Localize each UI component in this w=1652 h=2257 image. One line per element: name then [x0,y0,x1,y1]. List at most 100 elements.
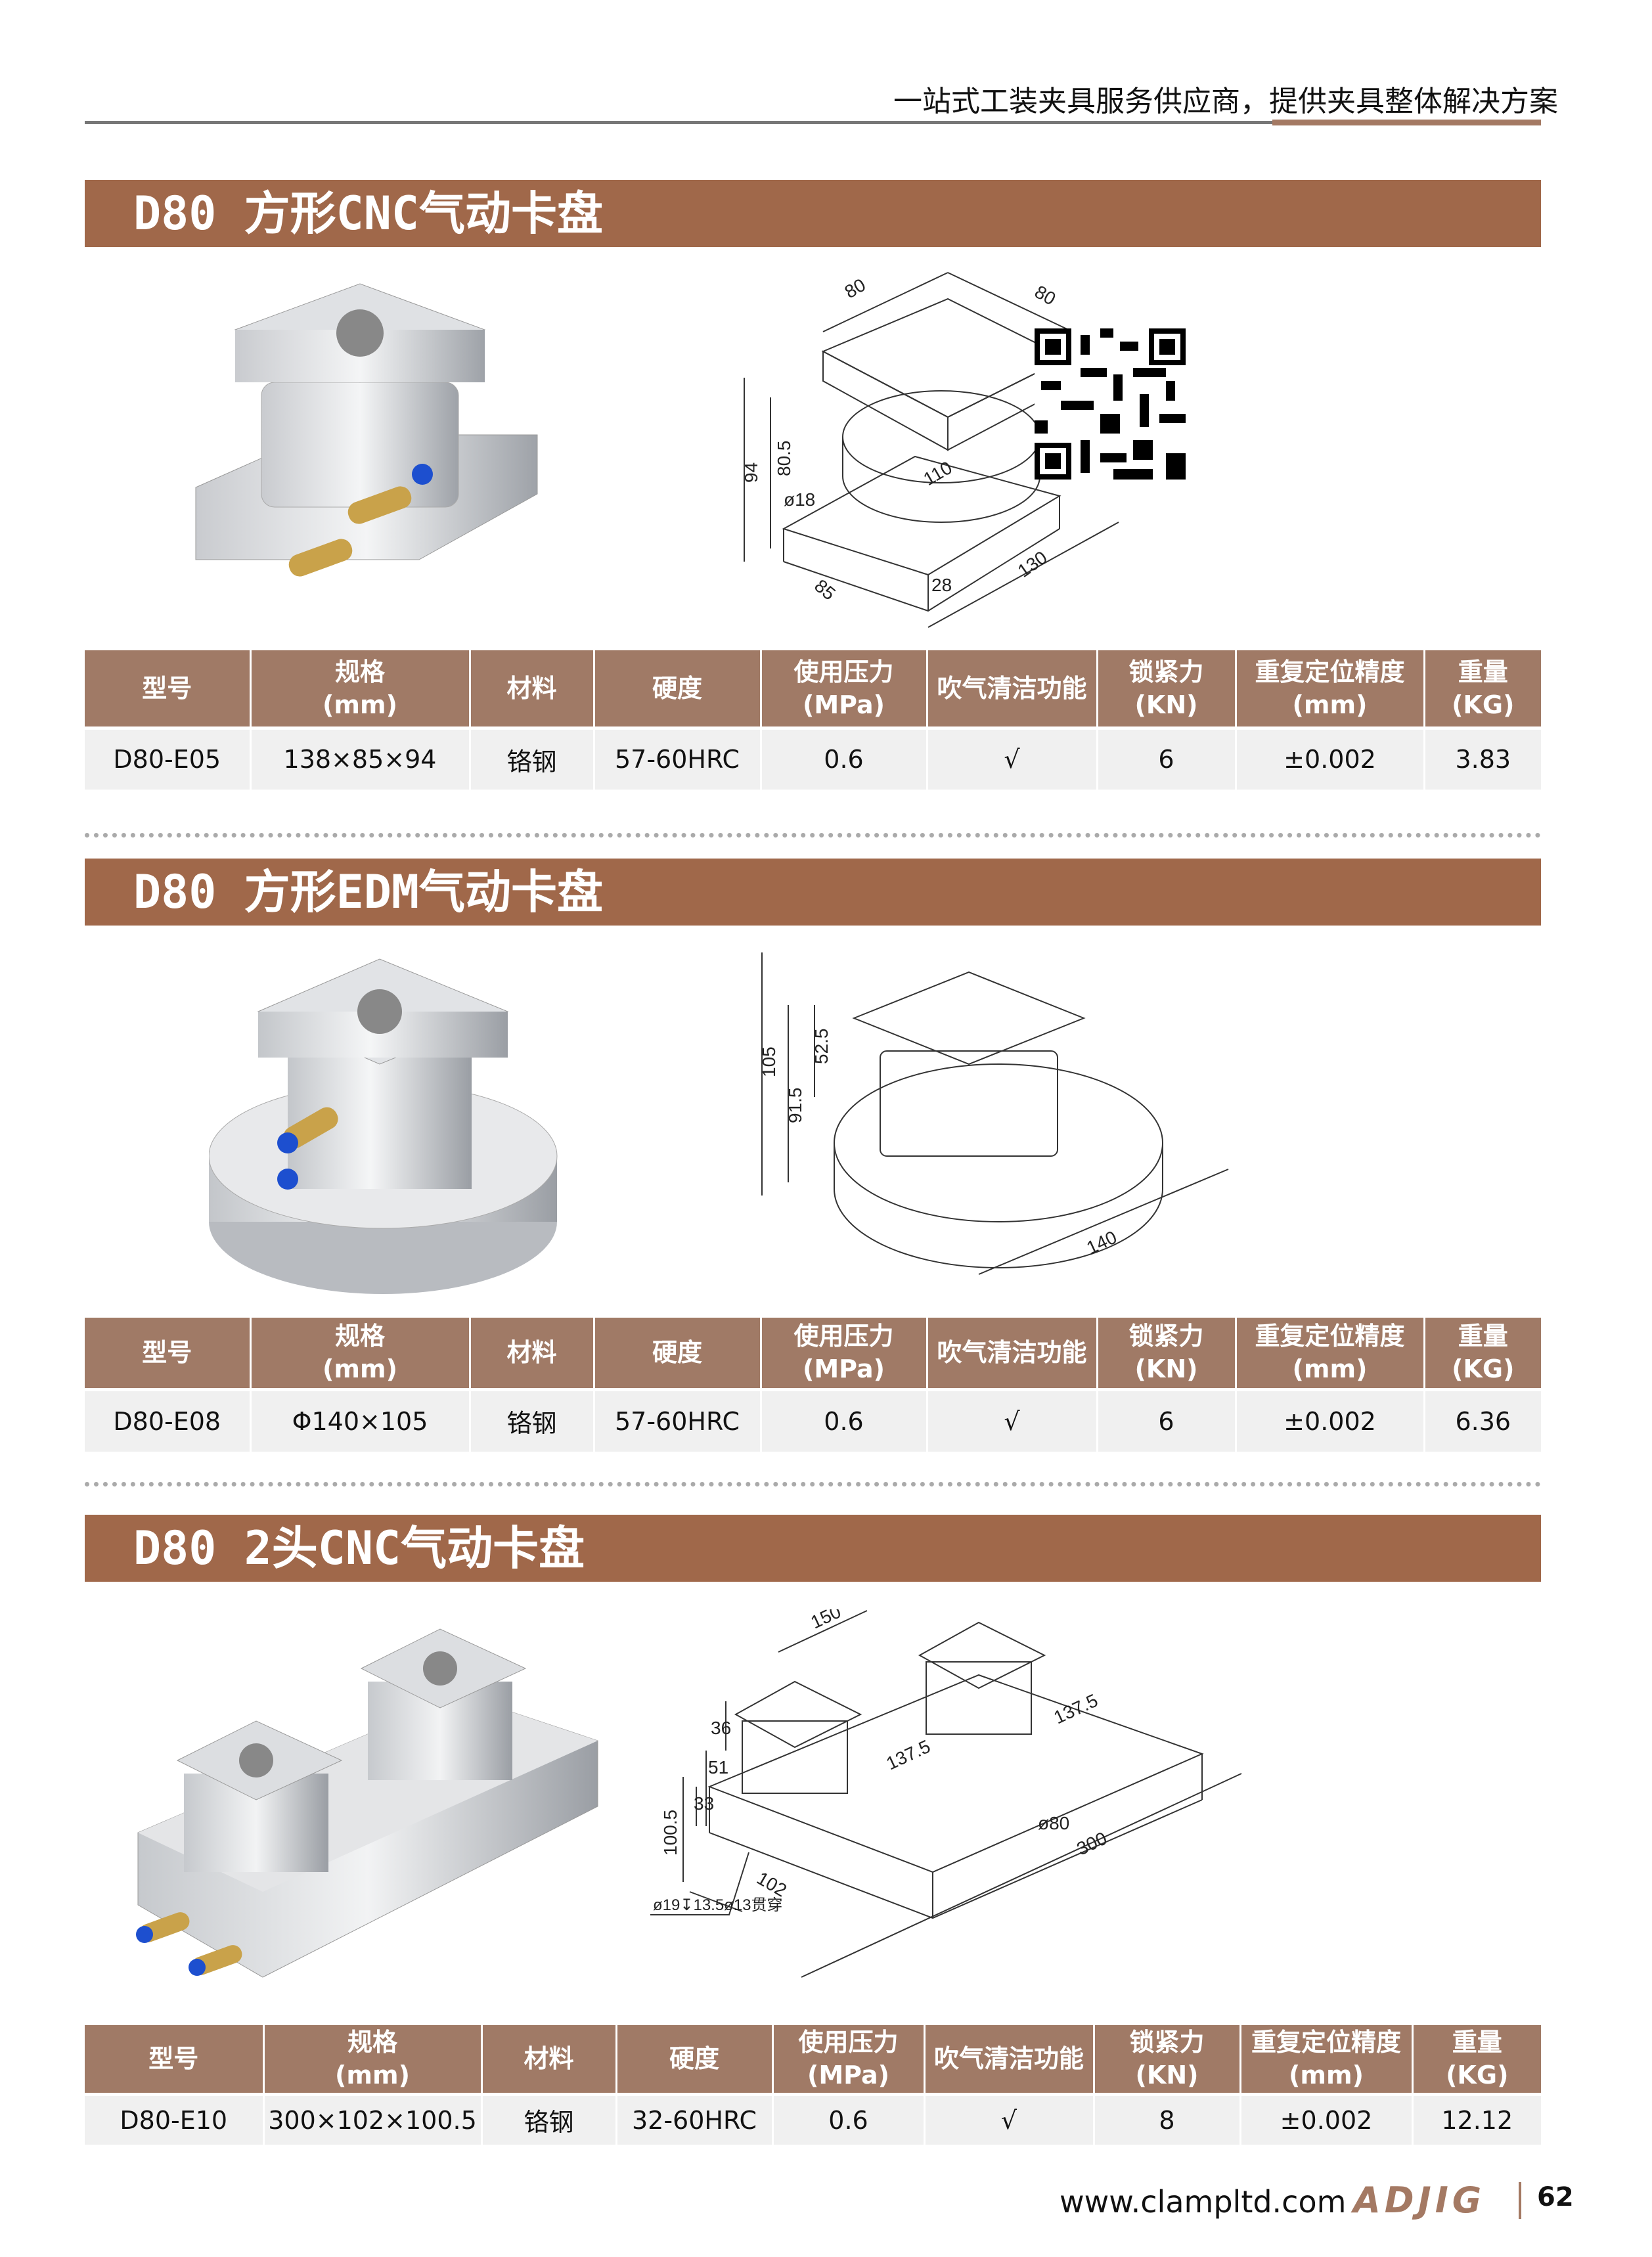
table-cell: ±0.002 [1236,726,1425,790]
column-header: 型号 [85,2025,265,2094]
column-header: 重量(KG) [1424,1318,1541,1389]
table-header-row: 型号 规格 (mm) 材料 硬度 使用压力 (MPa) 吹气清洁功能 锁紧力(KN)… [85,650,1541,728]
dim-label: 137.5 [883,1736,933,1774]
dim-label: ø18 [784,489,815,510]
table-cell: ±0.002 [1240,2092,1414,2145]
column-header: 使用压力(MPa) [772,2025,926,2094]
section-title-cnc-square: D80 方形CNC气动卡盘 [85,180,1541,247]
col-repeatability: 重复定位精度 (mm) [1236,650,1425,728]
label: 重复定位精度 [1251,2028,1401,2057]
table-cell: √ [927,726,1098,790]
table-cell: 0.6 [761,1387,928,1452]
label: 硬度 [652,673,702,703]
dim-label: 130 [1014,547,1051,581]
col-hardness: 硬度 [594,650,762,728]
table-cell: 0.6 [761,726,928,790]
dim-label: 105 [759,1046,779,1077]
dim-label: 51 [708,1757,728,1777]
dim-label: 140 [1083,1227,1119,1259]
label: 硬度 [669,2044,719,2074]
label: (mm) [1292,690,1368,719]
column-header: 锁紧力(KN) [1094,2025,1241,2094]
table-cell: D80-E10 [85,2092,265,2145]
col-spec: 规格 (mm) [250,650,471,728]
table-cell: √ [924,2092,1095,2145]
label: 吹气清洁功能 [933,2044,1084,2074]
table-cell: 铬钢 [470,1387,595,1452]
table-cell: 8 [1094,2092,1241,2145]
label: (KG) [1446,2061,1509,2090]
dim-label: 100.5 [660,1810,681,1856]
table-cell: D80-E05 [85,726,252,790]
dim-label: 52.5 [811,1029,832,1065]
brand-logo: ADJIG [1353,2179,1486,2221]
label: 规格 [347,2028,397,2057]
column-header: 材料 [470,1318,595,1389]
dim-label: ø80 [1038,1813,1069,1833]
label: (KG) [1452,690,1515,719]
col-material: 材料 [470,650,595,728]
label: 材料 [524,2044,574,2074]
label: 使用压力 [798,2028,899,2057]
spec-table-d80-e08: 型号 规格(mm) 材料 硬度 使用压力(MPa) 吹气清洁功能 锁紧力(KN)… [85,1318,1541,1452]
label: 锁紧力 [1129,2028,1205,2057]
label: 规格 [334,657,385,686]
column-header: 吹气清洁功能 [927,1318,1098,1389]
table-cell: 6.36 [1424,1387,1541,1452]
table-cell: 57-60HRC [594,1387,762,1452]
section-divider [85,833,1541,838]
dim-label: 137.5 [1050,1690,1101,1728]
col-air-clean: 吹气清洁功能 [927,650,1098,728]
dim-label: 91.5 [785,1088,805,1124]
label: 重复定位精度 [1255,657,1405,686]
dim-label-hole: ø19↧13.5ø13贯穿 [653,1896,783,1914]
column-header: 重量 (KG) [1412,2025,1541,2094]
label: 锁紧力 [1128,657,1204,686]
column-header: 重复定位精度 (mm) [1240,2025,1414,2094]
column-header: 使用压力(MPa) [761,1318,928,1389]
dim-label: 36 [711,1718,731,1738]
label: 使用压力 [793,657,894,686]
dimension-drawing-d80-e08: 105 91.5 52.5 140 [759,952,1229,1275]
dim-label: 80 [841,275,869,302]
dim-label: 150 [807,1609,843,1632]
column-header: 吹气清洁功能 [924,2025,1095,2094]
header-tagline: 一站式工装夹具服务供应商，提供夹具整体解决方案 [893,85,1558,118]
label: (mm) [323,690,397,719]
col-model: 型号 [85,650,252,728]
label: (MPa) [802,1354,885,1384]
table-cell: 6 [1097,1387,1237,1452]
label: (mm) [1289,2061,1364,2090]
table-cell: ±0.002 [1236,1387,1425,1452]
label: 重量 [1452,2028,1502,2057]
table-cell: 32-60HRC [616,2092,774,2145]
product-photo-d80-e08 [209,958,558,1294]
label: 型号 [142,673,192,703]
column-header: 型号 [85,1318,252,1389]
table-header-row: 型号 规格(mm) 材料 硬度 使用压力(MPa) 吹气清洁功能 锁紧力(KN)… [85,1318,1541,1389]
page-number: 62 [1537,2182,1574,2212]
table-cell: 12.12 [1412,2092,1541,2145]
section-divider [85,1482,1541,1486]
qr-code[interactable] [1035,328,1186,480]
dim-label: 110 [920,457,956,489]
label: (mm) [323,1354,397,1384]
column-header: 材料 [481,2025,617,2094]
label: 材料 [506,1338,557,1368]
dim-label: 33 [694,1793,714,1814]
website-link[interactable]: www.clampltd.com [1060,2184,1347,2220]
table-cell: D80-E08 [85,1387,252,1452]
dimension-drawing-d80-e10: 150 36 51 33 100.5 102 137.5 137.5 ø80 3… [650,1609,1242,1978]
col-lock-force: 锁紧力(KN) [1097,650,1237,728]
label: 规格 [334,1322,385,1351]
label: 吹气清洁功能 [937,1338,1087,1368]
footer-separator [1519,2182,1521,2219]
dim-label: 80.5 [774,441,794,477]
table-cell: 0.6 [772,2092,926,2145]
table-cell: 57-60HRC [594,726,762,790]
table-cell: √ [927,1387,1098,1452]
section-title-edm-square: D80 方形EDM气动卡盘 [85,859,1541,926]
label: (MPa) [802,690,885,719]
label: 型号 [148,2044,199,2074]
